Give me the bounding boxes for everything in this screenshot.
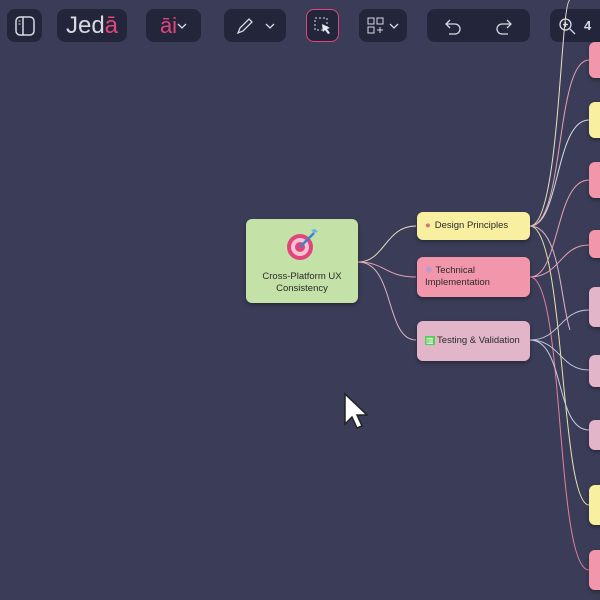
node-design-principles[interactable]: ●Design Principles: [417, 212, 530, 240]
edge: [357, 261, 417, 341]
gear-icon: ✺: [425, 265, 433, 276]
sidebar-toggle-button[interactable]: [7, 9, 42, 42]
chevron-down-icon: [265, 23, 275, 29]
pen-tool-button[interactable]: [224, 9, 286, 42]
history-controls: [427, 9, 530, 42]
palette-icon: ●: [425, 220, 431, 231]
select-tool-button[interactable]: [306, 9, 339, 42]
root-label-line1: Cross-Platform UX: [262, 271, 342, 282]
node-testing-validation[interactable]: ▥ Testing & Validation: [417, 321, 530, 361]
add-shape-button[interactable]: [359, 9, 407, 42]
select-cursor-icon: [314, 17, 330, 34]
mouse-cursor-icon: [344, 392, 369, 429]
undo-icon[interactable]: [443, 16, 463, 36]
pen-icon: [236, 17, 253, 34]
leaf-node[interactable]: [589, 287, 600, 327]
leaf-node[interactable]: [589, 42, 600, 78]
zoom-level: 4: [584, 18, 592, 33]
leaf-node[interactable]: [589, 230, 600, 258]
grid-add-icon: [367, 17, 384, 33]
leaf-node[interactable]: [589, 550, 600, 590]
sidebar-icon: [14, 15, 35, 36]
leaf-node[interactable]: [589, 420, 600, 450]
chevron-down-icon: [177, 23, 187, 29]
root-label-line2: Consistency: [276, 283, 328, 294]
node-label: ▥ Testing & Validation: [425, 335, 520, 346]
ai-menu-button[interactable]: āi: [146, 9, 201, 42]
logo-text: Jed: [65, 11, 105, 39]
redo-icon[interactable]: [494, 16, 514, 36]
zoom-control[interactable]: 4: [550, 9, 600, 42]
edge: [357, 261, 417, 278]
leaf-node[interactable]: [589, 485, 600, 525]
chevron-down-icon: [389, 23, 399, 29]
zoom-in-icon: [559, 17, 576, 34]
node-label: ✺ Technical Implementation: [425, 265, 490, 288]
leaf-node[interactable]: [589, 355, 600, 387]
edge: [357, 225, 417, 263]
chart-icon: ▥: [425, 336, 435, 345]
node-label: Design Principles: [434, 220, 509, 231]
target-icon: [287, 229, 318, 260]
leaf-node[interactable]: [589, 162, 600, 198]
node-technical-implementation[interactable]: ✺ Technical Implementation: [417, 257, 530, 297]
logo-accent: ā: [104, 11, 119, 39]
leaf-node[interactable]: [589, 102, 600, 138]
ai-label: āi: [159, 12, 178, 38]
